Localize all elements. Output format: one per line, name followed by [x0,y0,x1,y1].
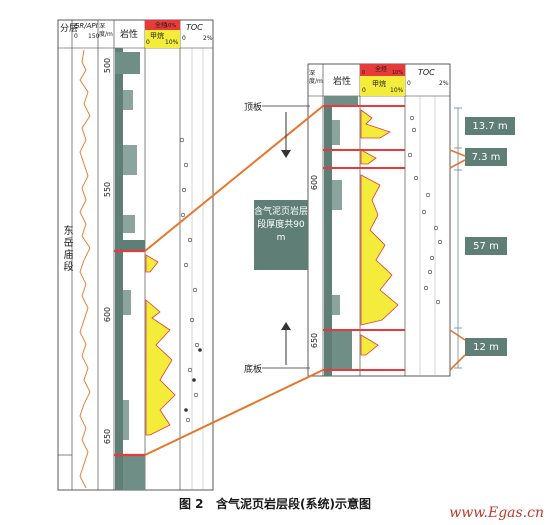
right-toc-min: 0 [407,80,411,87]
lithology-header: 岩性 [120,30,139,40]
figure-caption: 图 2 含气泥页岩层段(系统)示意图 [0,495,550,512]
methane-max: 10% [165,39,179,46]
methane-min: 0 [146,39,150,46]
right-gas-total-header: 全烃 [375,66,388,73]
formation-label: 东岳庙段 [61,225,72,273]
gr-header: GR/API [74,22,98,30]
caption-number: 图 2 [178,497,204,511]
top-label: 顶板 [244,103,263,113]
gr-range-max: 150 [88,33,100,40]
toc-header: TOC [186,23,203,32]
up-arrow-icon [281,322,291,365]
down-arrow-icon [281,112,291,158]
gas-total-max: 10% [165,23,177,29]
connector-lines [144,105,324,456]
center-thickness-box: 含气泥页岩层段厚度共90 m [254,200,308,270]
bottom-label: 底板 [244,365,263,375]
segment-box-2: 7.3 m [465,148,507,166]
right-log [307,63,451,377]
segment-box-3: 57 m [465,237,507,255]
toc-max: 2% [203,35,213,42]
depth-tick-650: 650 [103,428,113,445]
depth-header: 深度/m [99,23,113,38]
right-methane-min: 0 [362,87,366,94]
layer-header: 分层 [60,24,79,34]
right-depth-tick-600: 600 [310,174,320,191]
toc-min: 0 [182,35,186,42]
right-depth-header: 深度/m [309,70,323,85]
left-log [57,19,214,491]
segment-box-1: 13.7 m [465,117,515,135]
segment-leaders [449,149,466,371]
gas-total-header: 全烃 [155,22,168,29]
segment-box-4: 12 m [465,338,507,356]
caption-title: 含气泥页岩层段(系统)示意图 [216,497,372,511]
right-lithology-header: 岩性 [333,77,352,87]
right-gas-max: 10% [392,70,404,76]
methane-header: 甲烷 [150,32,164,40]
right-methane-max: 10% [390,87,404,94]
right-toc-header: TOC [418,68,435,77]
right-methane-header: 甲烷 [372,80,386,88]
right-gas-min: 0 [362,70,366,76]
right-toc-max: 2% [439,80,449,87]
depth-tick-500: 500 [103,57,113,74]
watermark: www.Egas.cn [449,505,544,521]
depth-tick-550: 550 [103,181,113,198]
segment-braces [454,107,462,369]
depth-tick-600: 600 [103,306,113,323]
gr-range-min: 0 [74,33,78,40]
right-depth-tick-650: 650 [310,332,320,349]
